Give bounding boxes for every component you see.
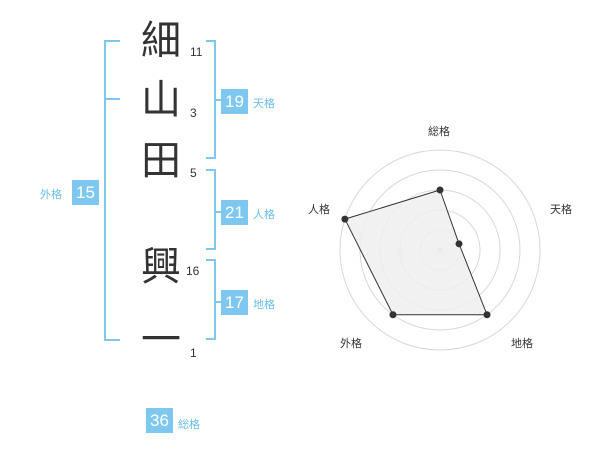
name-char-4: 興 [141, 244, 181, 290]
stroke-count-5: 1 [190, 346, 197, 360]
stroke-count-2: 3 [190, 106, 197, 120]
radar-label-gaikaku: 外格 [340, 337, 362, 350]
radar-point-3 [389, 311, 397, 319]
jinkaku-bracket [206, 169, 216, 250]
chikaku-bracket [206, 259, 216, 340]
gaikaku-label: 外格 [40, 188, 62, 201]
radar-label-chikaku: 地格 [511, 337, 533, 350]
radar-point-4 [341, 215, 349, 223]
tenkaku-label: 天格 [253, 97, 275, 110]
name-char-3: 田 [141, 138, 181, 184]
soukaku-label: 総格 [178, 418, 200, 431]
chikaku-label: 地格 [253, 298, 275, 311]
jinkaku-value: 21 [221, 200, 248, 225]
jinkaku-label: 人格 [253, 208, 275, 221]
gaikaku-bracket [104, 40, 120, 341]
radar-label-jinkaku: 人格 [308, 203, 330, 216]
gaikaku-value: 15 [72, 180, 99, 205]
stroke-count-1: 11 [190, 45, 203, 59]
stroke-count-3: 5 [190, 166, 197, 180]
soukaku-value: 36 [146, 408, 173, 433]
radar-ring-5 [339, 149, 541, 351]
tenkaku-value: 19 [221, 89, 248, 114]
radar-label-soukaku: 総格 [428, 125, 450, 138]
stroke-count-4: 16 [186, 264, 200, 278]
name-char-1: 細 [141, 18, 181, 64]
radar-point-1 [455, 240, 463, 248]
radar-point-2 [483, 311, 491, 319]
radar-label-tenkaku: 天格 [550, 203, 572, 216]
chikaku-value: 17 [221, 290, 248, 315]
radar-point-0 [436, 186, 444, 194]
name-char-5: 一 [141, 317, 181, 363]
name-char-2: 山 [141, 77, 181, 123]
radar-polygon [344, 189, 488, 316]
